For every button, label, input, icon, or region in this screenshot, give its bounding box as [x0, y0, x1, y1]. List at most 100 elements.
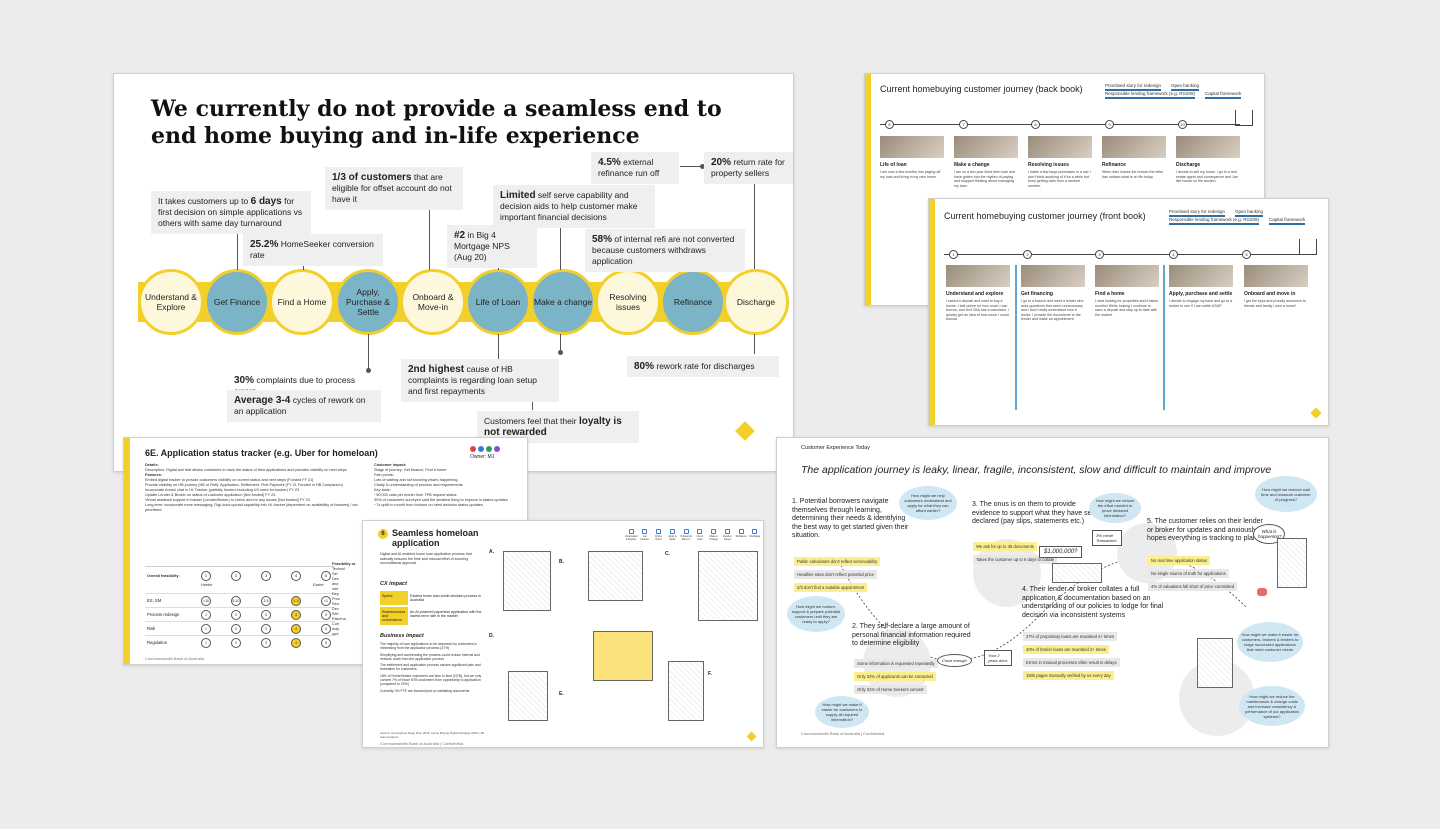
callout-bold: Average 3-4	[234, 395, 291, 406]
scale-option: 5	[321, 610, 331, 620]
owner-badge: Owner: MJ	[470, 446, 510, 460]
legend-item: Prioritised story for redesign	[1169, 209, 1226, 217]
hmw-cloud: How might we reduce the effort needed to…	[1089, 493, 1141, 523]
stage-life-of-loan[interactable]: Life of Loan	[465, 269, 531, 335]
stage-discharge[interactable]: Discharge	[723, 269, 789, 335]
tracker-title: 6E. Application status tracker (e.g. Ube…	[145, 448, 378, 458]
step-1-text: 1. Potential borrowers navigate themselv…	[792, 498, 909, 539]
rationale-item: Proc	[332, 597, 340, 601]
hmw-cloud: How might we make it easier for customer…	[1237, 622, 1303, 662]
callout-bold: 1/3 of customers	[332, 172, 412, 183]
scale-circle: 4	[291, 571, 301, 581]
column-photo	[1244, 265, 1308, 287]
highlight-bar	[1015, 265, 1017, 410]
column-photo	[1095, 265, 1159, 287]
dot-icon	[478, 446, 484, 452]
column-text: I am on a two year fixed term loan and h…	[954, 170, 1016, 188]
cx-text: Fastest home loan credit decision proces…	[410, 594, 481, 602]
stage-label: Discharge	[736, 297, 776, 307]
panel-label: C.	[665, 551, 670, 557]
scale-option: 2	[231, 610, 241, 620]
stage-understand[interactable]: Understand & Explore	[138, 269, 204, 335]
stat-label: 27% of proprietary loans are reworked 2+…	[1023, 632, 1118, 641]
rationale-item: and	[332, 582, 339, 586]
column-heading: Apply, purchase and settle	[1169, 291, 1233, 297]
column-photo	[1021, 265, 1085, 287]
yellow-stripe	[929, 199, 935, 425]
stage-apply[interactable]: Apply, Purchase & Settle	[335, 269, 401, 335]
stage-find-home[interactable]: Find a Home	[269, 269, 335, 335]
step-node: 2	[1023, 250, 1032, 259]
column-photo	[954, 136, 1018, 158]
biz-list: The majority of loan applications to be …	[380, 642, 485, 695]
row-label: Process redesign	[147, 612, 180, 617]
connector-h	[680, 166, 702, 167]
scale-option: 4	[291, 610, 301, 620]
hmw-cloud: How might we nurture, support & prepare …	[787, 596, 845, 632]
callout-bold: 4.5%	[598, 157, 621, 168]
stat-label: Errors in manual processes often result …	[1023, 658, 1120, 667]
column-photo	[946, 265, 1010, 287]
sketch-note: Your 2 years docs	[984, 650, 1012, 666]
stage-icon: Discharge	[749, 529, 761, 541]
stage-icon-label: Get Finance	[640, 535, 650, 541]
stage-label: Refinance	[673, 297, 713, 307]
legend-item: Prioritised story for redesign	[1105, 83, 1162, 91]
stage-refinance[interactable]: Refinance	[660, 269, 726, 335]
step-5-text: 5. The customer relies on their lender o…	[1147, 518, 1263, 542]
rationale-item: Des	[332, 577, 339, 581]
impact-item: Stage of journey: Get finance, Find a ho…	[374, 468, 447, 472]
callout-text: self serve capability and decision aids …	[500, 190, 638, 222]
column-heading: Onboard and move in	[1244, 291, 1296, 297]
front-book-slide[interactable]: Current homebuying customer journey (fro…	[928, 198, 1329, 426]
callout-self-serve: Limited self serve capability and decisi…	[493, 185, 655, 228]
connector	[754, 179, 755, 269]
column-text: I get the keys and proudly announce to f…	[1244, 299, 1306, 308]
feature-item: Virtual assistant support in tracker (Le…	[145, 498, 310, 502]
scale-option: 3-5	[261, 596, 271, 606]
column-text: I start looking for properties and it ta…	[1095, 299, 1158, 317]
broker-sketch	[698, 551, 758, 621]
column-heading: Make a change	[954, 162, 990, 168]
owner-label: Owner: MJ	[470, 454, 495, 460]
rationale-item: Curr	[332, 622, 340, 626]
stage-icon: Get Finance	[639, 529, 651, 541]
legend-item: Capital framework	[1269, 217, 1306, 225]
legend-item: Capital framework	[1205, 91, 1242, 99]
column-heading: Resolving issues	[1028, 162, 1069, 168]
callout-bold: 6 days	[250, 196, 282, 207]
rationale-item: may	[332, 627, 340, 631]
seamless-homeloan-slide[interactable]: 6 Seamless homeloan application Digital …	[362, 520, 764, 748]
callout-bold: 25.2%	[250, 239, 279, 250]
stage-onboard[interactable]: Onboard & Move-in	[400, 269, 466, 335]
main-slide[interactable]: We currently do not provide a seamless e…	[113, 73, 794, 472]
cx-today-slide[interactable]: Customer Experience Today The applicatio…	[776, 437, 1329, 748]
cx-title: The application journey is leaky, linear…	[801, 464, 1272, 476]
biz-item: Simplifying and accelerating the process…	[380, 652, 480, 661]
scale-option: 2	[231, 638, 241, 648]
stage-make-change[interactable]: Make a change	[530, 269, 596, 335]
legend-item: Responsible lending framework (e.g. RG20…	[1105, 91, 1196, 99]
column-text: I am now a few months into paying off my…	[880, 170, 941, 179]
stage-get-finance[interactable]: Get Finance	[204, 269, 270, 335]
step-3-text: 3. The onus is on them to provide eviden…	[972, 501, 1098, 525]
rationale-item: upd	[332, 632, 339, 636]
scale-option: 4	[291, 638, 301, 648]
panel-label: E.	[559, 691, 564, 697]
callout-text: Customers feel that their	[484, 416, 579, 426]
callout-text: in Big 4 Mortgage NPS (Aug 20)	[454, 230, 510, 262]
impact-item: 30% of customers surveyed said the small…	[374, 498, 508, 502]
column-heading: Refinance	[1102, 162, 1126, 168]
rationale-item: Wel	[332, 612, 339, 616]
panel-label: F.	[708, 671, 712, 677]
scale-circle: 2	[231, 571, 241, 581]
stage-resolving[interactable]: Resolving issues	[595, 269, 661, 335]
biz-item: The settlement and application process c…	[380, 663, 481, 672]
callout-bold: 2nd highest	[408, 364, 465, 375]
